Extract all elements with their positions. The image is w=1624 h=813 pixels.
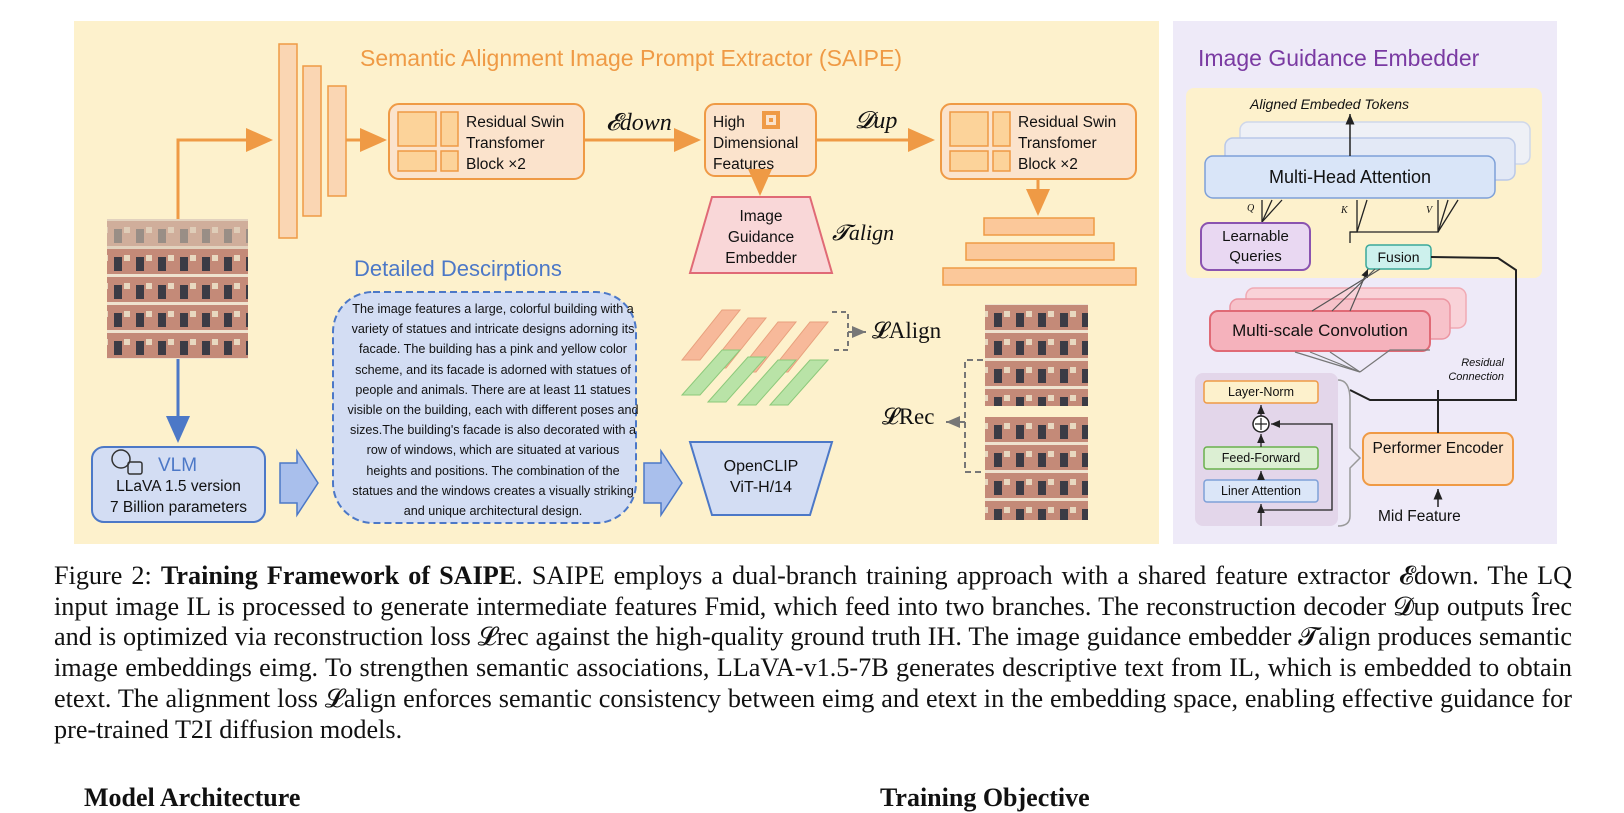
openclip-line1: OpenCLIP xyxy=(723,458,799,475)
mha-label: Multi-Head Attention xyxy=(1268,167,1432,187)
embedder-symbol: 𝓣align xyxy=(832,220,895,245)
loss-rec: 𝓛Rec xyxy=(882,404,935,429)
swin-block-right xyxy=(940,103,1137,180)
v-label: V xyxy=(1426,205,1433,216)
next-section-right: Training Objective xyxy=(880,783,1090,812)
residual-bottom xyxy=(1349,389,1439,401)
feedforward-label: Feed-Forward xyxy=(1221,451,1301,465)
learnable-queries-box xyxy=(1200,222,1311,271)
performer-detail-arrows xyxy=(1257,405,1333,526)
vlm-title: VLM xyxy=(158,455,198,476)
embedding-bars xyxy=(680,309,830,406)
q-label: Q xyxy=(1247,203,1255,214)
swin-block-left xyxy=(388,103,585,180)
detailed-title: Detailed Descirptions xyxy=(354,256,562,281)
saipe-title: Semantic Alignment Image Prompt Extracto… xyxy=(360,45,902,71)
caption-body: SAIPE employs a dual-branch training app… xyxy=(54,561,1573,744)
loss-align: 𝓛Align xyxy=(872,318,942,343)
reconstructed-image xyxy=(985,304,1088,406)
vlm-line2: 7 Billion parameters xyxy=(110,499,247,516)
k-label: K xyxy=(1341,205,1348,216)
swin-right-label: Residual Swin Transfomer Block ×2 xyxy=(1018,114,1117,173)
next-section-left: Model Architecture xyxy=(84,783,301,812)
vlm-line1: LLaVA 1.5 version xyxy=(116,478,241,495)
openclip-line2: ViT-H/14 xyxy=(730,479,792,496)
vlm-box xyxy=(91,446,266,523)
figure-caption: Figure 2: Training Framework of SAIPE. S… xyxy=(54,561,1573,744)
encoder-bars xyxy=(278,43,347,239)
input-to-encoder-arrow xyxy=(176,128,273,219)
qkv-lines xyxy=(1261,199,1459,243)
input-image xyxy=(107,219,248,359)
performer-label: Performer Encoder xyxy=(1372,440,1504,457)
mid-feature-label: Mid Feature xyxy=(1378,508,1461,525)
rec-loss-bracket xyxy=(964,359,983,473)
mha-stack xyxy=(1204,121,1531,199)
embedder-trapezoid xyxy=(688,196,834,274)
caption-bold-title: Training Framework of SAIPE xyxy=(160,561,517,590)
msconv-label: Multi-scale Convolution xyxy=(1232,321,1408,340)
feature-icon xyxy=(762,111,780,129)
layernorm-label: Layer-Norm xyxy=(1228,385,1294,399)
vlm-icon xyxy=(111,449,143,475)
linattn-label: Liner Attention xyxy=(1221,484,1301,498)
encoder-to-conv-lines xyxy=(1294,349,1430,373)
residual-label: Residual Connection xyxy=(1448,357,1504,383)
decoder-bars xyxy=(942,217,1137,286)
layernorm-box xyxy=(1203,380,1319,404)
residual-connection-path xyxy=(1430,256,1517,401)
high-dim-label: High Dimensional Features xyxy=(713,114,799,173)
figure-diagram xyxy=(74,21,1557,544)
encoder-symbol: 𝓔down xyxy=(606,110,672,136)
performer-brace xyxy=(1337,379,1362,527)
igb-title: Image Guidance Embedder xyxy=(1198,45,1480,71)
vlm-to-desc-arrow xyxy=(279,448,319,518)
ground-truth-image xyxy=(985,417,1088,520)
aligned-tokens-label: Aligned Embeded Tokens xyxy=(1250,96,1410,112)
desc-to-clip-arrow xyxy=(643,448,683,518)
openclip-trapezoid xyxy=(688,441,834,516)
queries-label: Learnable Queries xyxy=(1222,228,1289,265)
add-icon-plus xyxy=(1255,418,1267,430)
embedder-label: Image Guidance Embedder xyxy=(725,208,797,267)
conv-to-fusion-lines xyxy=(1311,268,1381,312)
description-text: The image features a large, colorful bui… xyxy=(347,302,639,519)
decoder-symbol: 𝓓up xyxy=(855,108,898,134)
fusion-label: Fusion xyxy=(1377,249,1420,265)
caption-fig-label: Figure 2: xyxy=(54,561,152,590)
swin-left-label: Residual Swin Transfomer Block ×2 xyxy=(466,114,565,173)
msconv-stack xyxy=(1209,287,1467,352)
description-bubble xyxy=(332,291,637,524)
